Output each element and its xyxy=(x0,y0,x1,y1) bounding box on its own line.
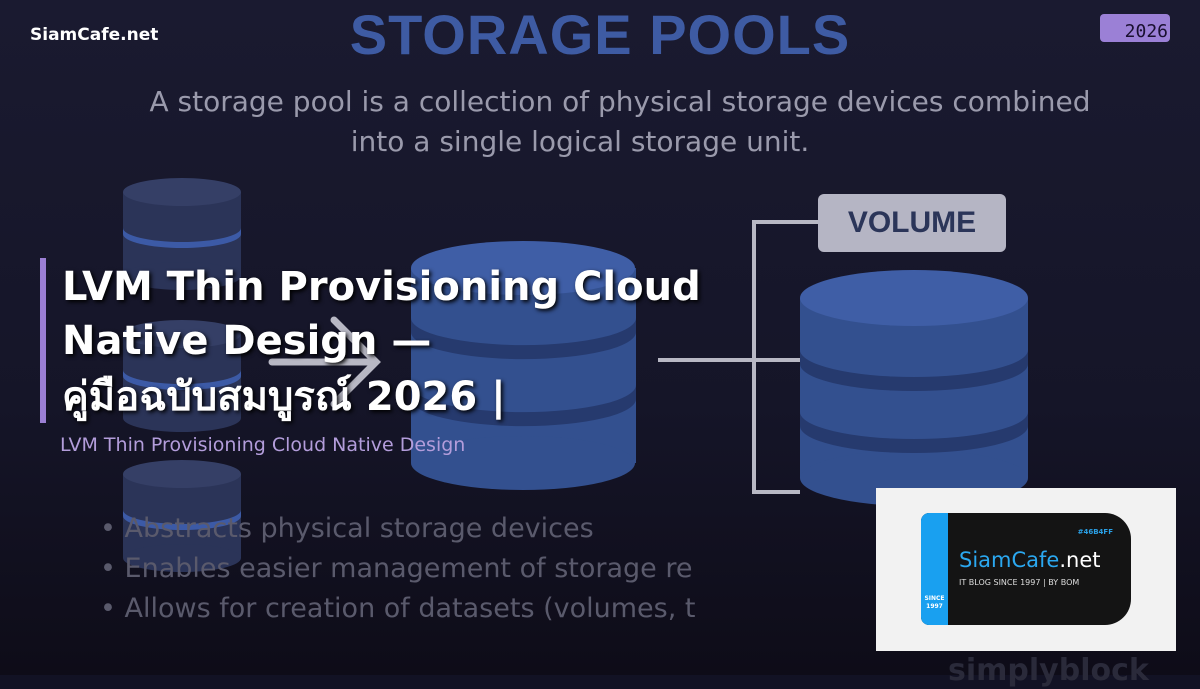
bullet-2: • Enables easier management of storage r… xyxy=(100,553,693,584)
storage-pool-cylinder xyxy=(411,241,636,490)
logo-card: SINCE 1997 #46B4FF SiamCafe.net IT BLOG … xyxy=(921,513,1131,625)
logo-hex: #46B4FF xyxy=(1077,528,1113,536)
bullet-text: Allows for creation of datasets (volumes… xyxy=(124,593,696,624)
logo-name: SiamCafe.net xyxy=(959,548,1100,573)
arrow-right-icon xyxy=(268,316,381,408)
bullet-3: • Allows for creation of datasets (volum… xyxy=(100,593,696,624)
headline-line-2: Native Design — xyxy=(62,318,432,364)
headline-line-1: LVM Thin Provisioning Cloud xyxy=(62,264,701,310)
siamcafe-logo: SINCE 1997 #46B4FF SiamCafe.net IT BLOG … xyxy=(876,488,1176,651)
bullet-text: Abstracts physical storage devices xyxy=(124,513,594,544)
diagram-title: STORAGE POOLS xyxy=(349,3,851,66)
site-brand[interactable]: SiamCafe.net xyxy=(30,25,159,45)
volume-label: VOLUME xyxy=(818,194,1006,252)
logo-since-badge: SINCE 1997 xyxy=(924,595,945,610)
headline-accent-bar xyxy=(40,258,46,423)
logo-name-tld: .net xyxy=(1059,548,1101,572)
headline-line-3: คู่มือฉบับสมบูรณ์ 2026 | xyxy=(62,374,506,420)
logo-stripe xyxy=(921,513,948,625)
diagram-subtitle-line-1: A storage pool is a collection of physic… xyxy=(149,85,1091,118)
volume-cylinder xyxy=(800,270,1028,506)
year-badge: 2026 xyxy=(1100,14,1170,42)
watermark: simplyblock xyxy=(948,653,1149,688)
storage-diagram xyxy=(123,178,1028,572)
connector-lines xyxy=(658,220,818,494)
bullet-1: • Abstracts physical storage devices xyxy=(100,513,594,544)
diagram-subtitle-line-2: into a single logical storage unit. xyxy=(350,125,810,158)
headline-subtitle: LVM Thin Provisioning Cloud Native Desig… xyxy=(60,434,466,456)
logo-name-main: SiamCafe xyxy=(959,548,1060,572)
bullet-text: Enables easier management of storage re xyxy=(124,553,693,584)
logo-tagline: IT BLOG SINCE 1997 | BY BOM xyxy=(959,578,1080,587)
